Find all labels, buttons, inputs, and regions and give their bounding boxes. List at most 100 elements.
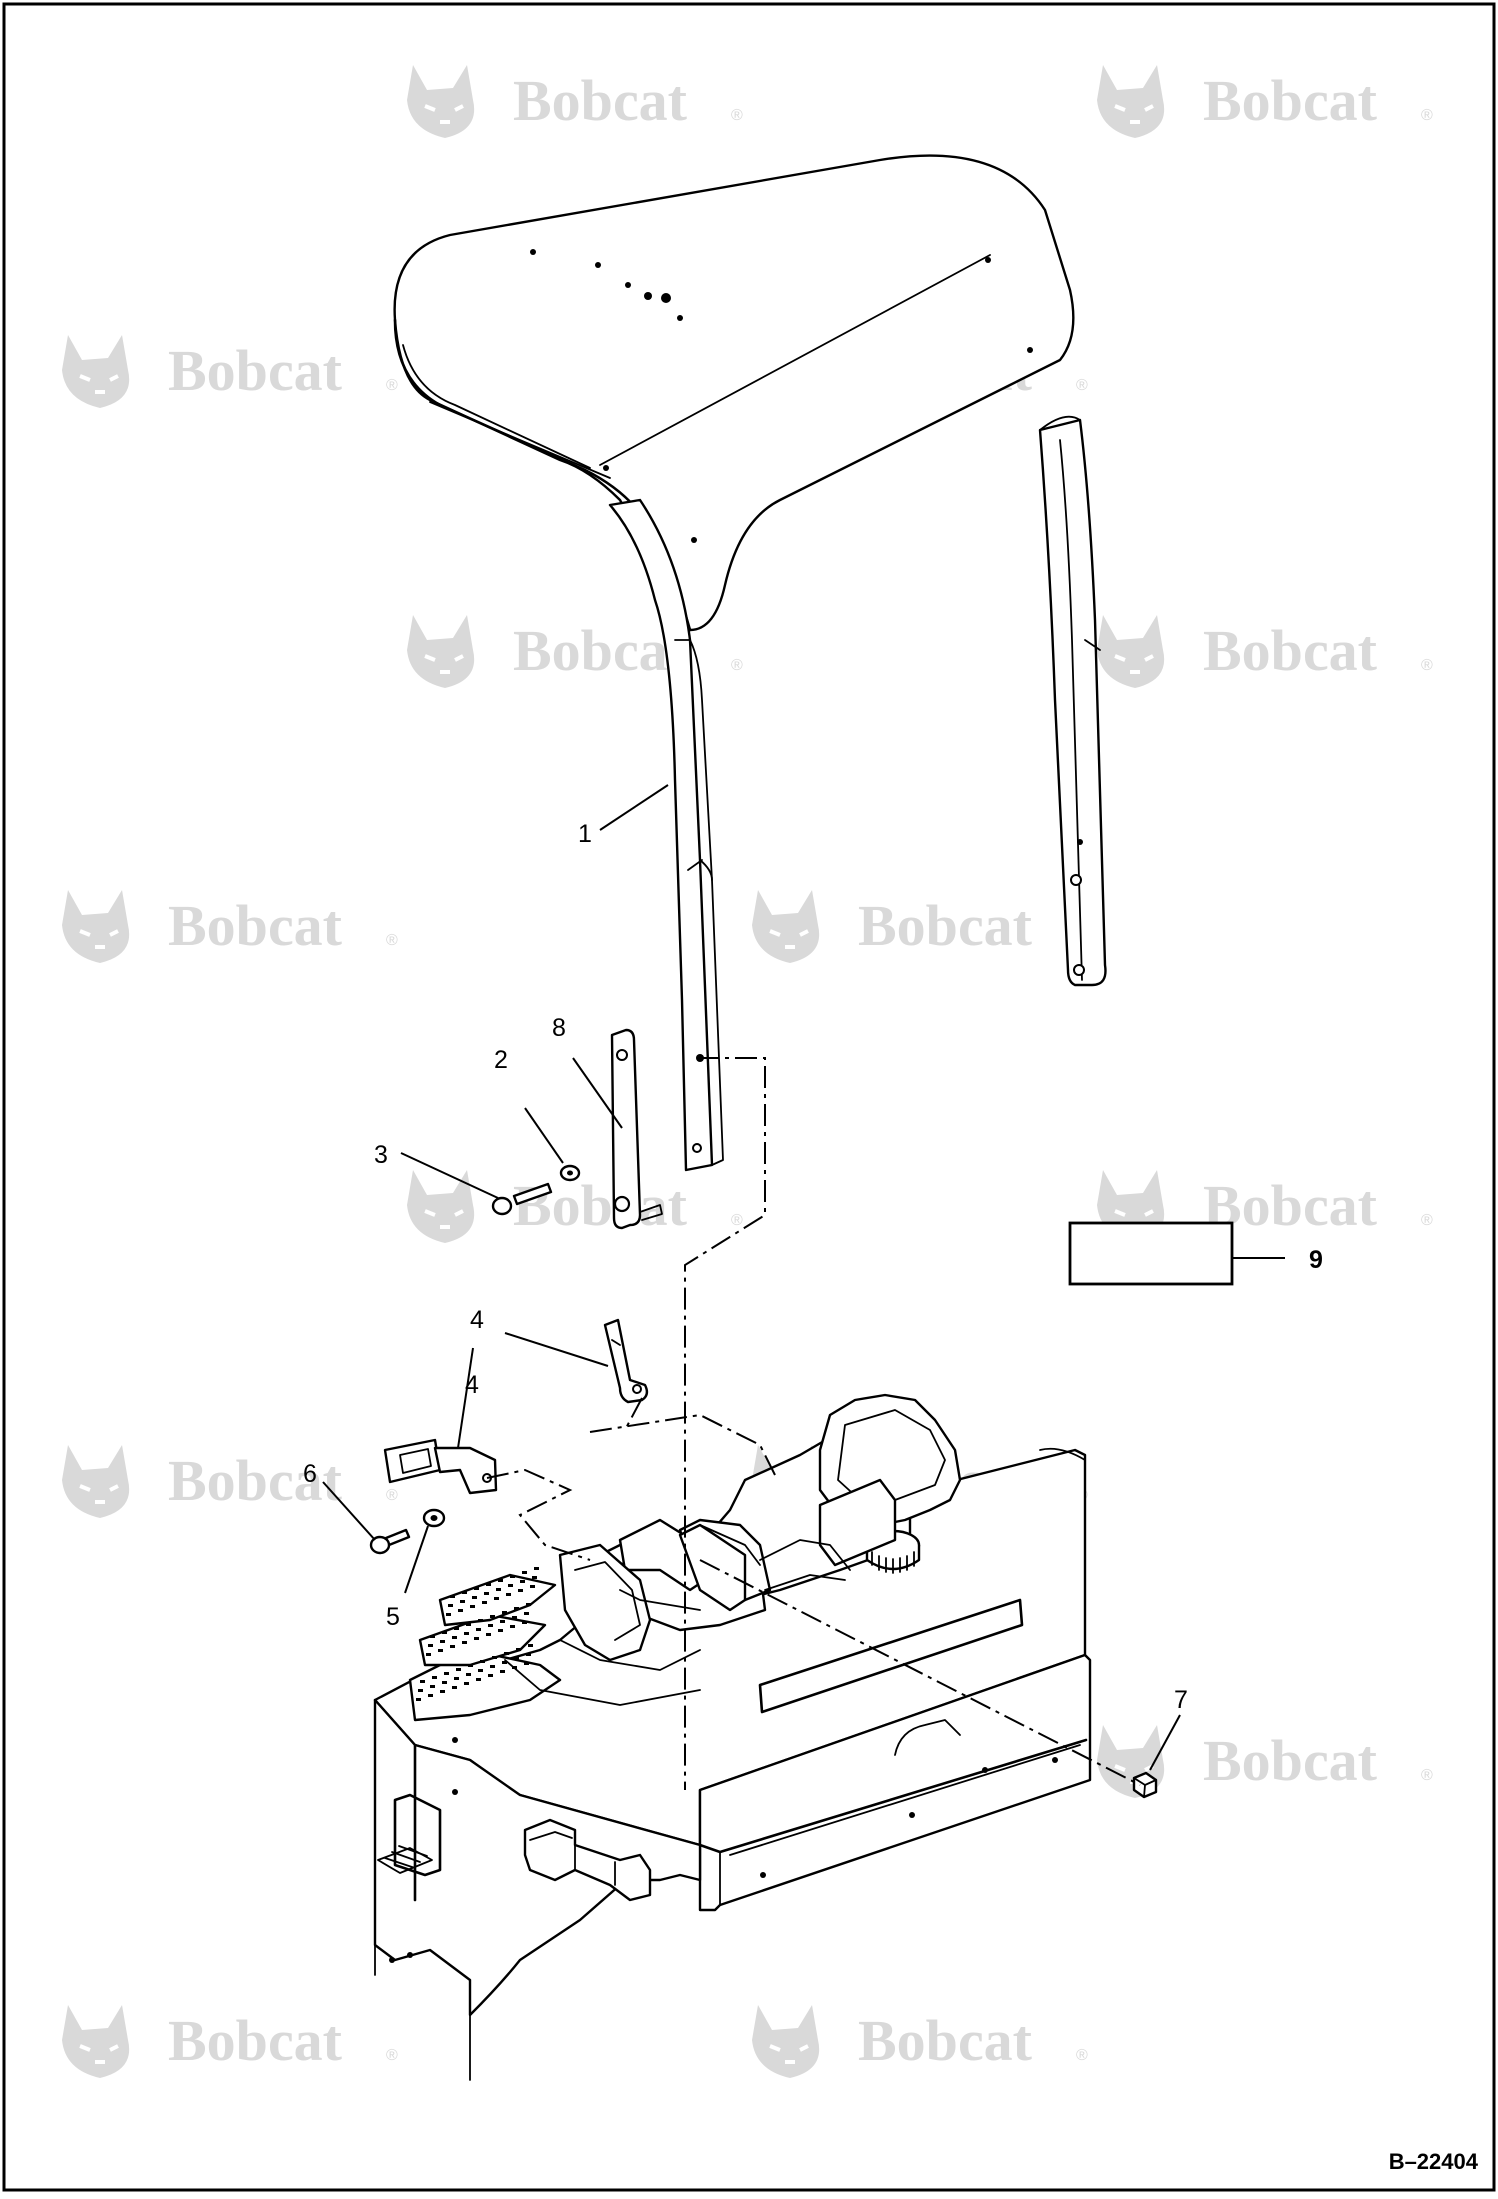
grating-dot bbox=[450, 1595, 455, 1598]
watermark-brand-text: Bobcat bbox=[168, 1448, 343, 1513]
grating-dot bbox=[448, 1604, 453, 1607]
grating-dot bbox=[478, 1619, 483, 1622]
bobcat-head-logo-icon bbox=[1097, 65, 1165, 138]
callout-5: 5 bbox=[386, 1603, 400, 1631]
grating-dot bbox=[520, 1580, 525, 1583]
grating-dot bbox=[512, 1616, 517, 1619]
watermark: Bobcat® bbox=[62, 2005, 398, 2078]
grating-dot bbox=[444, 1672, 449, 1675]
watermark: Bobcat ® bbox=[62, 890, 398, 963]
grating-dot bbox=[480, 1660, 485, 1663]
watermark-brand-text: Bobcat bbox=[513, 68, 688, 133]
grating-dot bbox=[484, 1592, 489, 1595]
watermark: Bobcat® bbox=[752, 2005, 1088, 2078]
watermark-registered-mark: ® bbox=[1421, 657, 1433, 674]
grating-dot bbox=[474, 1587, 479, 1590]
bobcat-head-logo-icon bbox=[407, 1170, 475, 1243]
grating-dot bbox=[528, 1644, 533, 1647]
watermark-registered-mark: ® bbox=[731, 657, 743, 674]
bolt-part-6 bbox=[369, 1528, 411, 1555]
grating-dot bbox=[428, 1644, 433, 1647]
step-grating bbox=[416, 1567, 539, 1701]
watermark-registered-mark: ® bbox=[1076, 377, 1088, 394]
grating-dot bbox=[534, 1567, 539, 1570]
grating-dot bbox=[476, 1678, 481, 1681]
watermark-registered-mark: ® bbox=[386, 932, 398, 949]
canopy-roof bbox=[393, 154, 1075, 632]
watermark-registered-mark: ® bbox=[1421, 107, 1433, 124]
grating-dot bbox=[440, 1690, 445, 1693]
grating-dot bbox=[492, 1656, 497, 1659]
watermark: Bobcat® bbox=[407, 65, 743, 138]
watermark: Bobcat® bbox=[407, 1170, 743, 1243]
grating-dot bbox=[486, 1633, 491, 1636]
watermark-brand-text: Bobcat bbox=[858, 893, 1033, 958]
grating-dot bbox=[524, 1662, 529, 1665]
callout-3: 3 bbox=[374, 1141, 388, 1169]
grating-dot bbox=[496, 1588, 501, 1591]
grating-dot bbox=[466, 1673, 471, 1676]
grating-dot bbox=[510, 1575, 515, 1578]
grating-dot bbox=[472, 1596, 477, 1599]
callout-2: 2 bbox=[494, 1046, 508, 1074]
callout-8: 8 bbox=[552, 1014, 566, 1042]
watermark-brand-text: Bobcat bbox=[513, 618, 688, 683]
watermark-brand-text: Bobcat bbox=[168, 338, 343, 403]
grating-dot bbox=[504, 1652, 509, 1655]
watermark-registered-mark: ® bbox=[386, 2047, 398, 2064]
bracket-part-4-lower bbox=[383, 1438, 498, 1495]
watermark-brand-text: Bobcat bbox=[168, 893, 343, 958]
grating-dot bbox=[454, 1677, 459, 1680]
grating-dot bbox=[462, 1591, 467, 1594]
excavator-upper-body bbox=[373, 1393, 1092, 2081]
decal-part-9 bbox=[1068, 1221, 1234, 1286]
grating-dot bbox=[460, 1600, 465, 1603]
grating-dot bbox=[514, 1657, 519, 1660]
watermark: Bobcat® bbox=[1097, 65, 1433, 138]
grating-dot bbox=[526, 1603, 531, 1606]
watermark-brand-text: Bobcat bbox=[1203, 618, 1378, 683]
watermark-brand-text: Bobcat bbox=[513, 1173, 688, 1238]
grating-dot bbox=[452, 1636, 457, 1639]
grating-dot bbox=[506, 1593, 511, 1596]
callout-4-upper: 4 bbox=[470, 1306, 484, 1334]
grating-dot bbox=[426, 1653, 431, 1656]
grating-dot bbox=[452, 1686, 457, 1689]
grating-dot bbox=[470, 1605, 475, 1608]
grating-dot bbox=[476, 1628, 481, 1631]
bobcat-head-logo-icon bbox=[62, 335, 130, 408]
grating-dot bbox=[516, 1648, 521, 1651]
grating-dot bbox=[488, 1674, 493, 1677]
grating-dot bbox=[508, 1584, 513, 1587]
watermark-registered-mark: ® bbox=[386, 1487, 398, 1504]
mounting-plate-part-8 bbox=[610, 1028, 663, 1230]
grating-dot bbox=[532, 1576, 537, 1579]
grating-dot bbox=[486, 1583, 491, 1586]
grating-dot bbox=[502, 1661, 507, 1664]
grating-dot bbox=[464, 1632, 469, 1635]
grating-dot bbox=[530, 1585, 535, 1588]
bobcat-head-logo-icon bbox=[407, 615, 475, 688]
grating-dot bbox=[518, 1589, 523, 1592]
bobcat-head-logo-icon bbox=[1097, 615, 1165, 688]
grating-dot bbox=[490, 1615, 495, 1618]
grating-dot bbox=[428, 1694, 433, 1697]
grating-dot bbox=[474, 1637, 479, 1640]
watermark: Bobcat ® bbox=[62, 335, 398, 408]
grating-dot bbox=[442, 1681, 447, 1684]
assembly-dashed-lines bbox=[486, 1057, 1141, 1790]
bolt-part-3 bbox=[491, 1182, 553, 1216]
grating-dot bbox=[498, 1579, 503, 1582]
grating-dot bbox=[494, 1597, 499, 1600]
grating-dot bbox=[420, 1680, 425, 1683]
watermark-registered-mark: ® bbox=[1421, 1767, 1433, 1784]
callout-4-lower: 4 bbox=[465, 1371, 479, 1399]
grating-dot bbox=[440, 1640, 445, 1643]
grating-dot bbox=[500, 1670, 505, 1673]
grating-dot bbox=[482, 1601, 487, 1604]
callout-7: 7 bbox=[1174, 1686, 1188, 1714]
watermark-registered-mark: ® bbox=[386, 377, 398, 394]
grating-dot bbox=[454, 1627, 459, 1630]
